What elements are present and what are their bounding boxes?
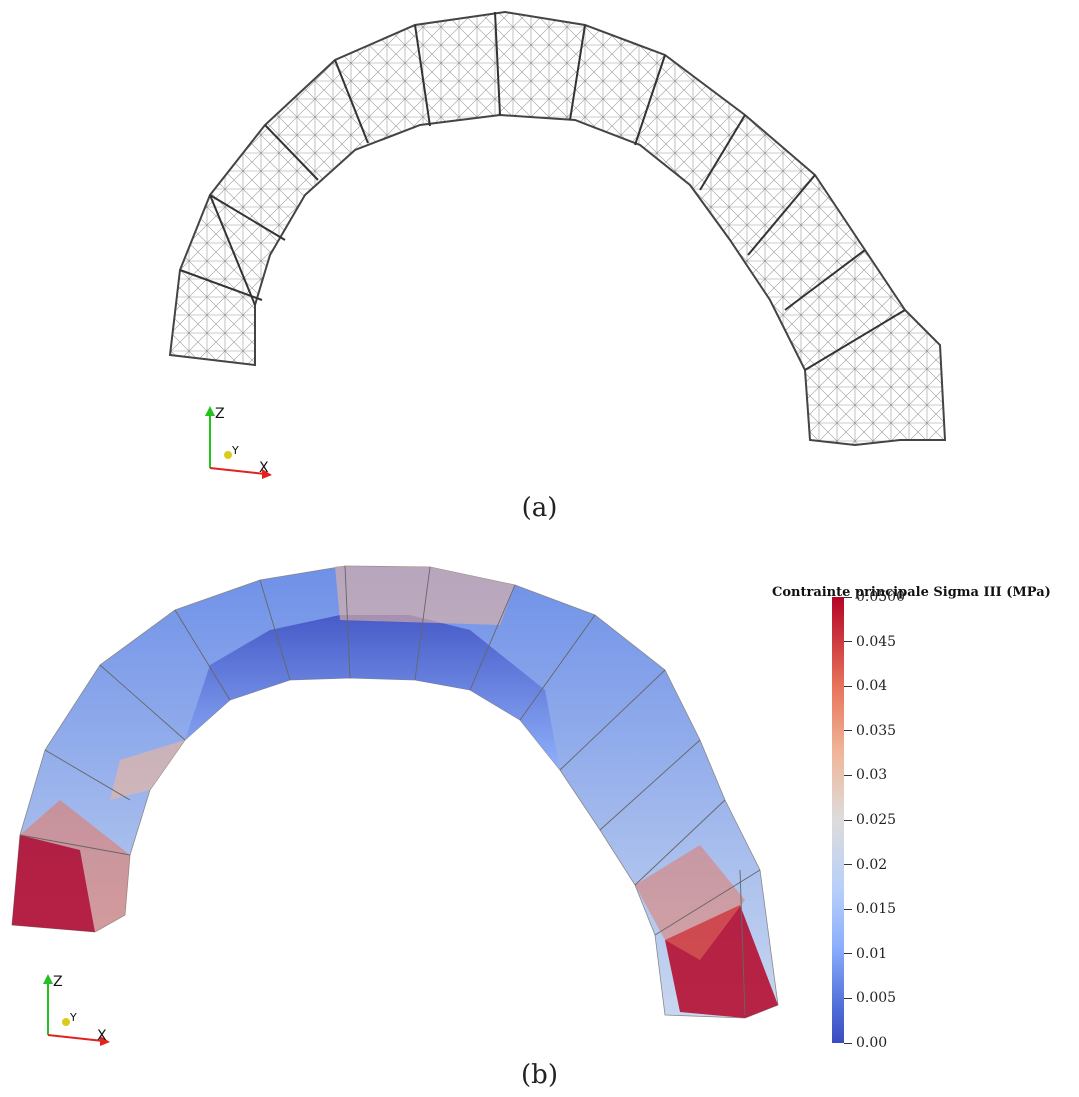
legend-tick: 0.005 bbox=[844, 990, 896, 1006]
legend-tick: 0.025 bbox=[844, 812, 896, 828]
stress-panel: Z Y X bbox=[0, 540, 1079, 1097]
legend-tick: 0.02 bbox=[844, 857, 887, 873]
stress-voussoir-joints bbox=[19, 565, 761, 1016]
y-axis-label: Y bbox=[231, 444, 239, 457]
stress-arch-figure: Z Y X bbox=[11, 565, 779, 1046]
z-axis-label: Z bbox=[215, 406, 225, 422]
legend-title: Contrainte principale Sigma III (MPa) bbox=[772, 585, 1051, 600]
mesh-arch-figure: Z Y X bbox=[168, 10, 947, 479]
legend-tick: 0.00 bbox=[844, 1035, 887, 1051]
legend-tick: 0.01 bbox=[844, 946, 887, 962]
legend-tick: 0.045 bbox=[844, 634, 896, 650]
mesh-panel: Z Y X bbox=[0, 0, 1079, 540]
voussoir-joints bbox=[179, 11, 906, 371]
mesh-arch bbox=[168, 10, 947, 447]
colorbar bbox=[832, 597, 844, 1043]
x-axis-label: X bbox=[259, 460, 269, 476]
stress-arch bbox=[11, 565, 779, 1019]
caption-a: (a) bbox=[521, 493, 558, 523]
color-legend: Contrainte principale Sigma III (MPa) 0.… bbox=[772, 585, 1072, 1055]
legend-tick: 0.04 bbox=[844, 678, 887, 694]
legend-tick: 0.03 bbox=[844, 767, 887, 783]
x-axis-label-b: X bbox=[97, 1028, 107, 1044]
caption-b: (b) bbox=[521, 1060, 558, 1090]
axes-triad-b: Z Y X bbox=[43, 974, 110, 1046]
z-axis-label-b: Z bbox=[53, 974, 63, 990]
legend-tick: 0.015 bbox=[844, 901, 896, 917]
legend-tick: 0.0500 bbox=[844, 589, 905, 605]
y-axis-label-b: Y bbox=[69, 1011, 77, 1024]
legend-tick: 0.035 bbox=[844, 723, 896, 739]
axes-triad-a: Z Y X bbox=[205, 406, 272, 479]
